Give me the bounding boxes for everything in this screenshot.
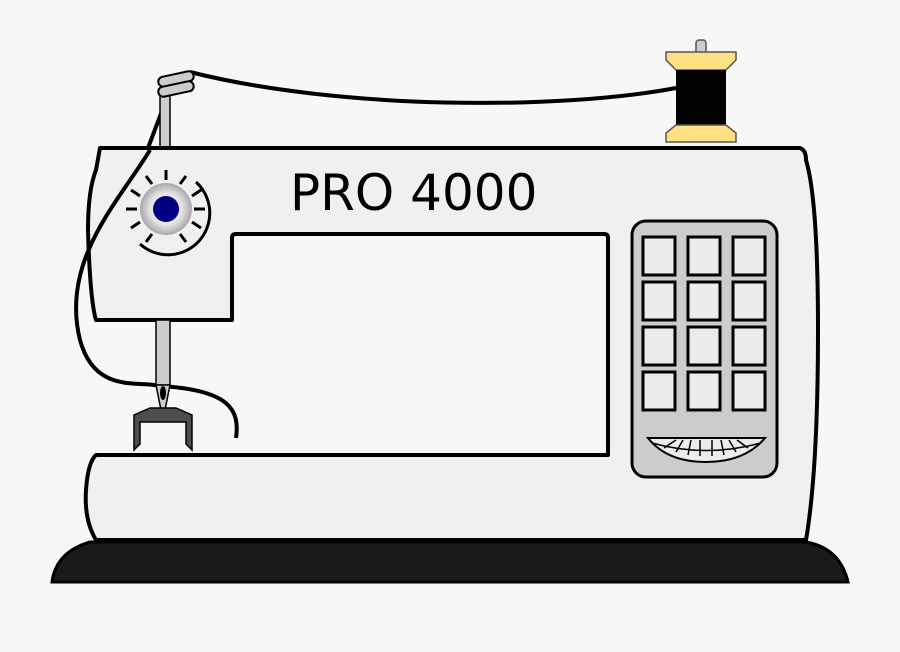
key-button[interactable] [731,370,767,412]
presser-foot-icon [133,407,193,452]
key-button[interactable] [731,325,767,367]
thread-guide-icon [146,70,195,149]
model-label: PRO 4000 [290,164,537,222]
machine-base [50,540,850,584]
key-button[interactable] [731,280,767,322]
key-button[interactable] [641,235,677,277]
key-button[interactable] [641,280,677,322]
dial-knob-icon[interactable] [126,170,212,257]
key-button[interactable] [686,235,722,277]
keypad [641,235,767,412]
key-button[interactable] [731,235,767,277]
key-button[interactable] [641,370,677,412]
speed-gauge-icon [645,437,768,464]
control-panel [630,219,779,479]
key-button[interactable] [641,325,677,367]
thread-top [189,70,677,105]
key-button[interactable] [686,280,722,322]
thread-loop [74,148,239,439]
thread-spool-icon [665,39,737,143]
key-button[interactable] [686,325,722,367]
needle-icon [155,319,171,421]
key-button[interactable] [686,370,722,412]
